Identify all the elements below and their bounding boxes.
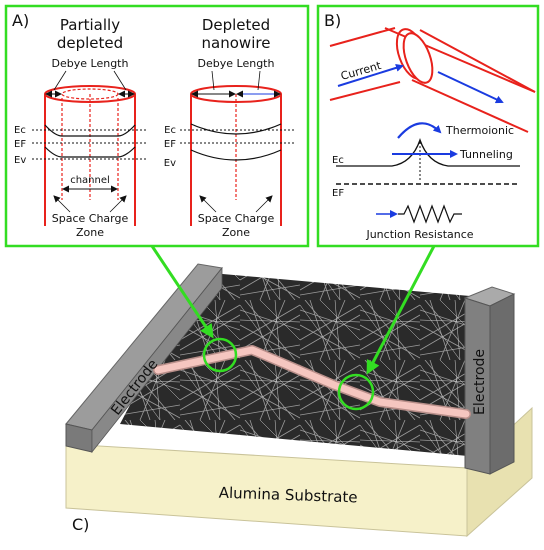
panel-b-label: B) bbox=[324, 11, 341, 30]
tunneling-label: Tunneling bbox=[459, 148, 513, 161]
left-ev-band bbox=[44, 146, 136, 158]
right-scz-leader-r bbox=[255, 195, 273, 213]
right-ec-label: Ec bbox=[164, 125, 176, 136]
current-arrow-1 bbox=[337, 63, 404, 87]
resistor-zigzag bbox=[398, 204, 462, 224]
panel-a: A) Partially depleted Depleted nanowire … bbox=[4, 4, 310, 248]
right-electrode-label: Electrode bbox=[472, 349, 488, 415]
junction-barrier: Thermoionic Tunneling Ec EF bbox=[332, 122, 520, 199]
wire-1-top-edge bbox=[329, 27, 396, 47]
right-title-line1: Depleted bbox=[202, 16, 270, 34]
ec-barrier-curve bbox=[336, 138, 520, 167]
left-electrode-face bbox=[91, 266, 223, 454]
panel-c: Electrode Electrode Alumina Substrate C) bbox=[65, 245, 533, 538]
wire-2-cap bbox=[402, 32, 434, 84]
channel-label: channel bbox=[70, 175, 110, 186]
right-debye-label: Debye Length bbox=[198, 57, 275, 70]
b-ec-label: Ec bbox=[332, 155, 344, 166]
left-scz-leader-r bbox=[109, 195, 127, 213]
left-title-line1: Partially bbox=[60, 16, 120, 34]
right-ef-label: EF bbox=[164, 139, 176, 150]
right-ev-band bbox=[190, 149, 282, 161]
left-scz-leader-l bbox=[53, 195, 71, 213]
right-ev-label: Ev bbox=[164, 158, 176, 169]
right-debye-leader-l bbox=[211, 70, 215, 91]
left-scz-label-1: Space Charge bbox=[52, 212, 129, 225]
right-ec-band bbox=[190, 123, 282, 135]
left-debye-leader-l bbox=[53, 70, 67, 91]
left-ef-label: EF bbox=[14, 139, 26, 150]
panel-a-frame bbox=[4, 4, 310, 248]
thermoionic-label: Thermoionic bbox=[445, 124, 514, 137]
panel-c-label: C) bbox=[72, 515, 89, 534]
right-scz-leader-l bbox=[199, 195, 217, 213]
left-title-line2: depleted bbox=[57, 34, 123, 52]
left-scz-label-2: Zone bbox=[76, 226, 104, 239]
right-nanowire-diagram: Debye Length Ec EF Ev Space Charge Zone bbox=[164, 57, 294, 239]
wire-1-bottom-edge bbox=[329, 81, 401, 101]
junction-resistance: Junction Resistance bbox=[365, 204, 474, 241]
right-electrode-side bbox=[489, 293, 515, 475]
left-debye-leader-r bbox=[113, 70, 127, 91]
zoom-circle-b bbox=[337, 373, 375, 411]
current-path-fill bbox=[154, 346, 470, 418]
left-ec-label: Ec bbox=[14, 125, 26, 136]
substrate-label: Alumina Substrate bbox=[218, 484, 357, 507]
right-debye-leader-r bbox=[257, 70, 261, 91]
b-ef-label: EF bbox=[332, 188, 344, 199]
right-title-line2: nanowire bbox=[202, 34, 271, 52]
left-debye-label: Debye Length bbox=[52, 57, 129, 70]
pointer-arrow-b bbox=[366, 245, 436, 375]
thermoionic-arrow bbox=[397, 122, 442, 139]
panel-b: B) Current Thermoionic Tunneling Ec EF bbox=[316, 4, 540, 248]
left-nanowire-diagram: Debye Length Ec EF Ev channel bbox=[14, 57, 148, 239]
current-arrow-2 bbox=[437, 71, 504, 104]
right-scz-label-1: Space Charge bbox=[198, 212, 275, 225]
wire-2-bottom-edge bbox=[411, 79, 529, 133]
junction-resistance-label: Junction Resistance bbox=[365, 228, 473, 241]
wire-2-top-edge-b bbox=[419, 29, 536, 93]
zoom-circle-a bbox=[202, 337, 238, 373]
panel-a-label: A) bbox=[12, 11, 29, 30]
left-ev-label: Ev bbox=[14, 155, 26, 166]
left-ec-band bbox=[44, 124, 136, 137]
right-scz-label-2: Zone bbox=[222, 226, 250, 239]
pointer-arrow-a bbox=[150, 245, 214, 339]
